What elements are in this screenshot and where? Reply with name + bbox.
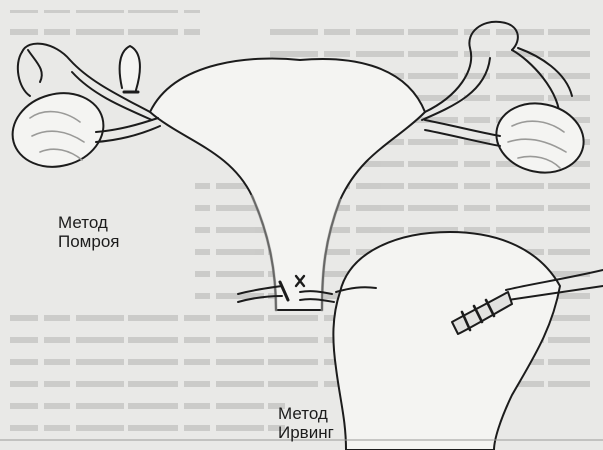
label-pomeroy-method: Метод Помроя: [58, 213, 119, 251]
label-irving-method: Метод Ирвинг: [278, 404, 334, 442]
pomeroy-tubal-loop: [120, 46, 140, 90]
uterus-body-lower: [333, 232, 560, 450]
left-ovary: [4, 83, 112, 176]
